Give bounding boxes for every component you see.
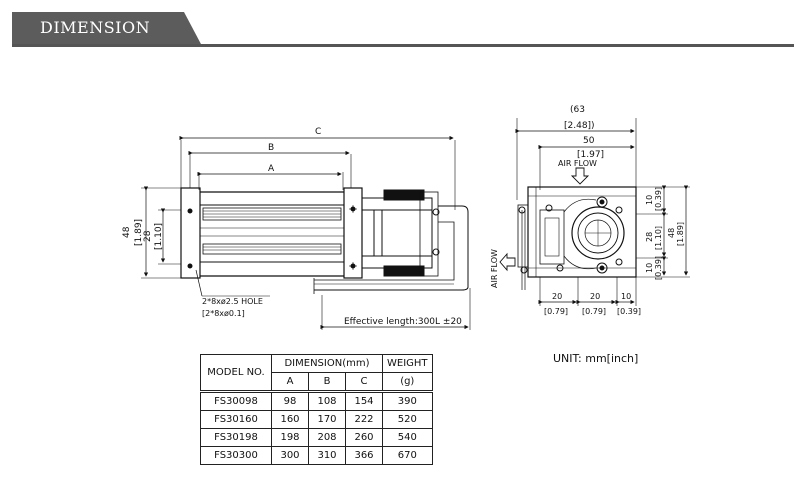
model-cell: FS30300 [200,446,272,465]
page-title: DIMENSION [40,18,151,37]
bottom-10-label: 10 [621,292,631,301]
header-tab [12,12,202,46]
dim-b-label: B [268,143,274,153]
bottom-039-label: [0.39] [617,307,641,316]
bottom-079a-label: [0.79] [544,307,568,316]
bottom-079b-label: [0.79] [582,307,606,316]
right-28-label: 28 [645,232,654,242]
c-cell: 260 [345,428,383,447]
b-cell: 108 [308,391,346,411]
dim-63-label: (63 [570,105,585,115]
weight-unit: (g) [382,372,433,393]
table-row: FS30098 98 108 154 390 [200,391,433,411]
weight-cell: 670 [382,446,433,465]
air-flow-left-label: AIR FLOW [490,249,499,288]
a-cell: 198 [271,428,309,447]
table-row: FS30300 300 310 366 670 [200,446,433,465]
spec-table: MODEL NO. DIMENSION(mm) WEIGHT A B C (g)… [200,354,433,465]
weight-header: WEIGHT [382,354,433,373]
unit-label: UNIT: mm[inch] [553,352,639,365]
header-rule [12,44,794,47]
bottom-20b-label: 20 [590,292,600,301]
hole-note-inch: [2*8xø0.1] [202,309,245,318]
dim-a-label: A [268,164,275,174]
effective-length-label: Effective length:300L ±20 [344,317,462,327]
hole-note: 2*8xø2.5 HOLE [202,297,263,306]
right-48-label: 48 [667,228,676,238]
dim-c-label: C [315,127,321,137]
b-cell: 208 [308,428,346,447]
col-c-header: C [345,372,383,393]
col-b-header: B [308,372,346,393]
right-039b-label: [0.39] [654,256,663,280]
dimension-header: DIMENSION(mm) [271,354,383,373]
model-cell: FS30098 [200,391,272,411]
model-cell: FS30198 [200,428,272,447]
dim-28-label: 28 [143,230,153,242]
dim-189-label: [1.89] [134,219,144,246]
front-view [141,135,471,330]
dim-248-label: [2.48]) [564,121,595,131]
a-cell: 300 [271,446,309,465]
right-039a-label: [0.39] [654,187,663,211]
header-tab-shape [12,12,202,46]
weight-cell: 390 [382,391,433,411]
weight-cell: 540 [382,428,433,447]
c-cell: 366 [345,446,383,465]
c-cell: 154 [345,391,383,411]
a-cell: 98 [271,391,309,411]
dim-197-label: [1.97] [577,150,604,160]
a-cell: 160 [271,410,309,429]
weight-cell: 520 [382,410,433,429]
dim-50-label: 50 [583,136,595,146]
c-cell: 222 [345,410,383,429]
model-cell: FS30160 [200,410,272,429]
dim-48-label: 48 [122,226,132,238]
right-10a-label: 10 [645,195,654,205]
right-110-label: [1.10] [654,226,663,250]
dim-110-label: [1.10] [154,223,164,250]
right-189-label: [1.89] [676,222,685,246]
bottom-20a-label: 20 [552,292,562,301]
table-row: FS30198 198 208 260 540 [200,428,433,447]
table-row: FS30160 160 170 222 520 [200,410,433,429]
right-10b-label: 10 [645,263,654,273]
b-cell: 310 [308,446,346,465]
b-cell: 170 [308,410,346,429]
col-a-header: A [271,372,309,393]
model-header: MODEL NO. [200,354,272,392]
air-flow-top-label: AIR FLOW [558,159,597,168]
side-view [499,118,690,306]
